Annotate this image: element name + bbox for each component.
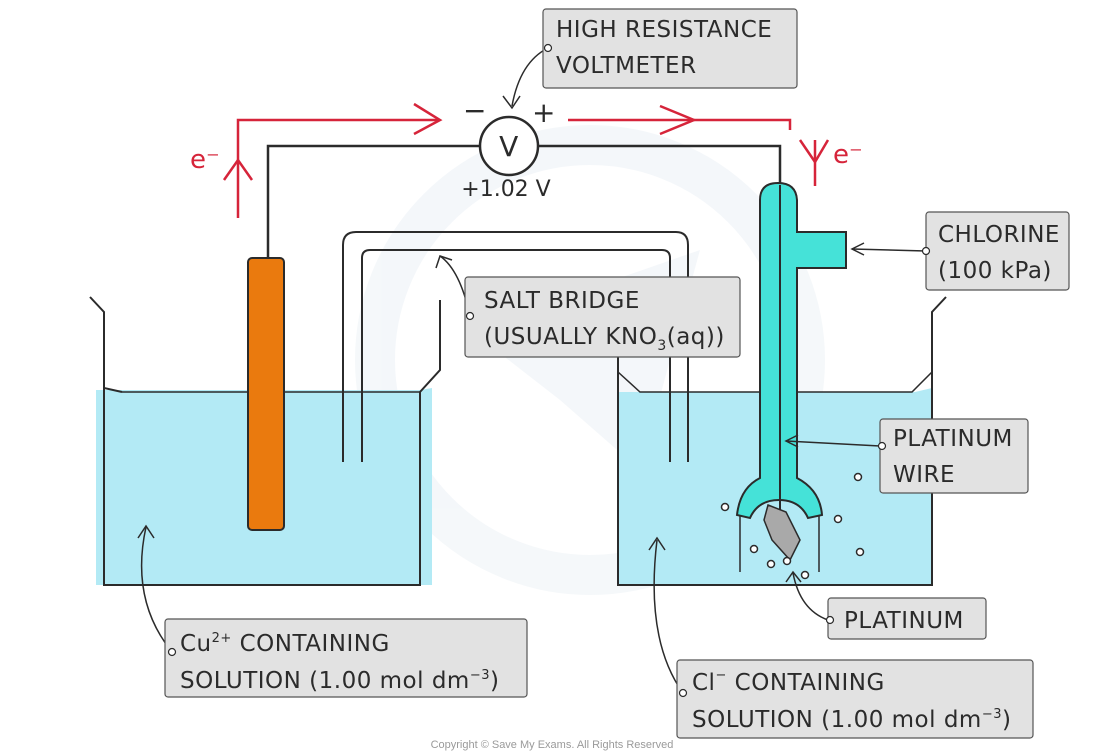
copper-solution-label-line2: SOLUTION (1.00 mol dm−3) [180,668,500,694]
voltmeter-positive-terminal: + [532,96,556,129]
label-chloride-solution: Cl− CONTAINING SOLUTION (1.00 mol dm−3) [676,659,1034,739]
label-salt-bridge: SALT BRIDGE (USUALLY KNO3(aq)) [464,276,741,358]
label-copper-solution: Cu2+ CONTAINING SOLUTION (1.00 mol dm−3) [164,618,528,698]
chlorine-electrode [735,181,847,572]
voltmeter-reading: +1.02 V [461,177,550,202]
copper-solution-label-line1: Cu2+ CONTAINING [180,631,390,657]
copper-electrode [247,257,285,531]
voltmeter-label-line2: VOLTMETER [556,53,697,79]
chloride-solution-label-line1: Cl− CONTAINING [692,668,885,696]
voltmeter: V − + +1.02 V [461,94,556,202]
chlorine-label-line2: (100 kPa) [938,258,1052,284]
chlorine-label-line1: CHLORINE [938,222,1060,248]
label-chlorine: CHLORINE (100 kPa) [921,211,1070,291]
voltmeter-negative-terminal: − [463,94,487,127]
electron-label-right: e⁻ [833,140,863,170]
voltmeter-label-line1: HIGH RESISTANCE [556,17,772,43]
label-platinum: PLATINUM [825,597,987,640]
salt-bridge-label-line2: (USUALLY KNO3(aq)) [484,324,725,354]
voltmeter-symbol: V [499,130,519,163]
platinum-wire-label-line2: WIRE [893,462,955,488]
platinum-wire-label-line1: PLATINUM [893,426,1013,452]
salt-bridge [342,231,689,462]
chloride-solution-label-line2: SOLUTION (1.00 mol dm−3) [692,707,1012,733]
salt-bridge-label-line1: SALT BRIDGE [484,288,640,314]
electron-label-left: e⁻ [190,145,220,175]
electron-flow-arrows [222,102,830,218]
gas-bubbles [720,472,865,580]
external-circuit [266,144,782,258]
platinum-label: PLATINUM [844,608,964,634]
copyright-notice: Copyright © Save My Exams. All Rights Re… [431,739,674,751]
label-platinum-wire: PLATINUM WIRE [877,418,1029,494]
label-voltmeter: HIGH RESISTANCE VOLTMETER [542,8,798,89]
